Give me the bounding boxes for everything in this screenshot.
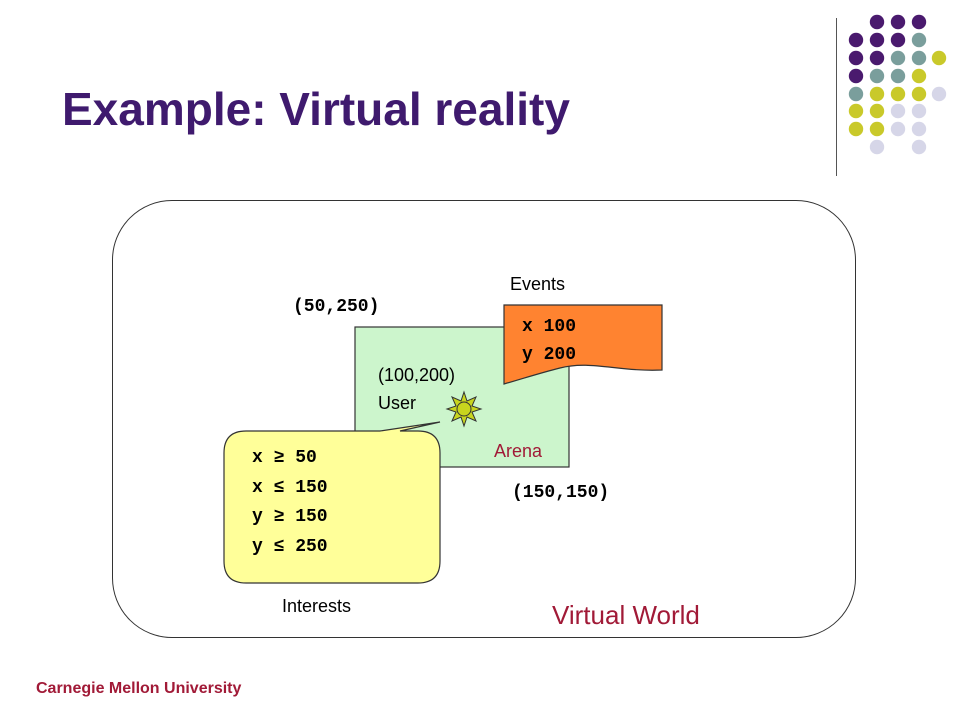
slide-title: Example: Virtual reality <box>62 83 570 135</box>
event-line-x: x 100 <box>522 317 577 337</box>
event-line-y: y 200 <box>522 345 577 365</box>
events-box <box>503 304 663 385</box>
divider-line <box>836 18 837 176</box>
interests-box <box>223 421 441 584</box>
interest-line-2: x ≤ 150 <box>252 478 328 498</box>
interest-line-3: y ≥ 150 <box>252 507 328 527</box>
interest-line-1: x ≥ 50 <box>252 448 317 468</box>
user-label: User <box>378 393 417 413</box>
user-coordinate: (100,200) <box>378 365 456 385</box>
interests-label: Interests <box>282 596 352 616</box>
user-sun-icon <box>445 390 483 428</box>
virtual-world-label: Virtual World <box>552 600 700 630</box>
top-left-coordinate: (50,250) <box>293 297 380 317</box>
interest-line-4: y ≤ 250 <box>252 537 328 557</box>
bottom-right-coordinate: (150,150) <box>512 483 610 503</box>
virtual-world-box <box>112 200 856 638</box>
arena-label: Arena <box>494 441 543 461</box>
events-label: Events <box>510 274 566 294</box>
footer-university: Carnegie Mellon University <box>36 680 242 697</box>
